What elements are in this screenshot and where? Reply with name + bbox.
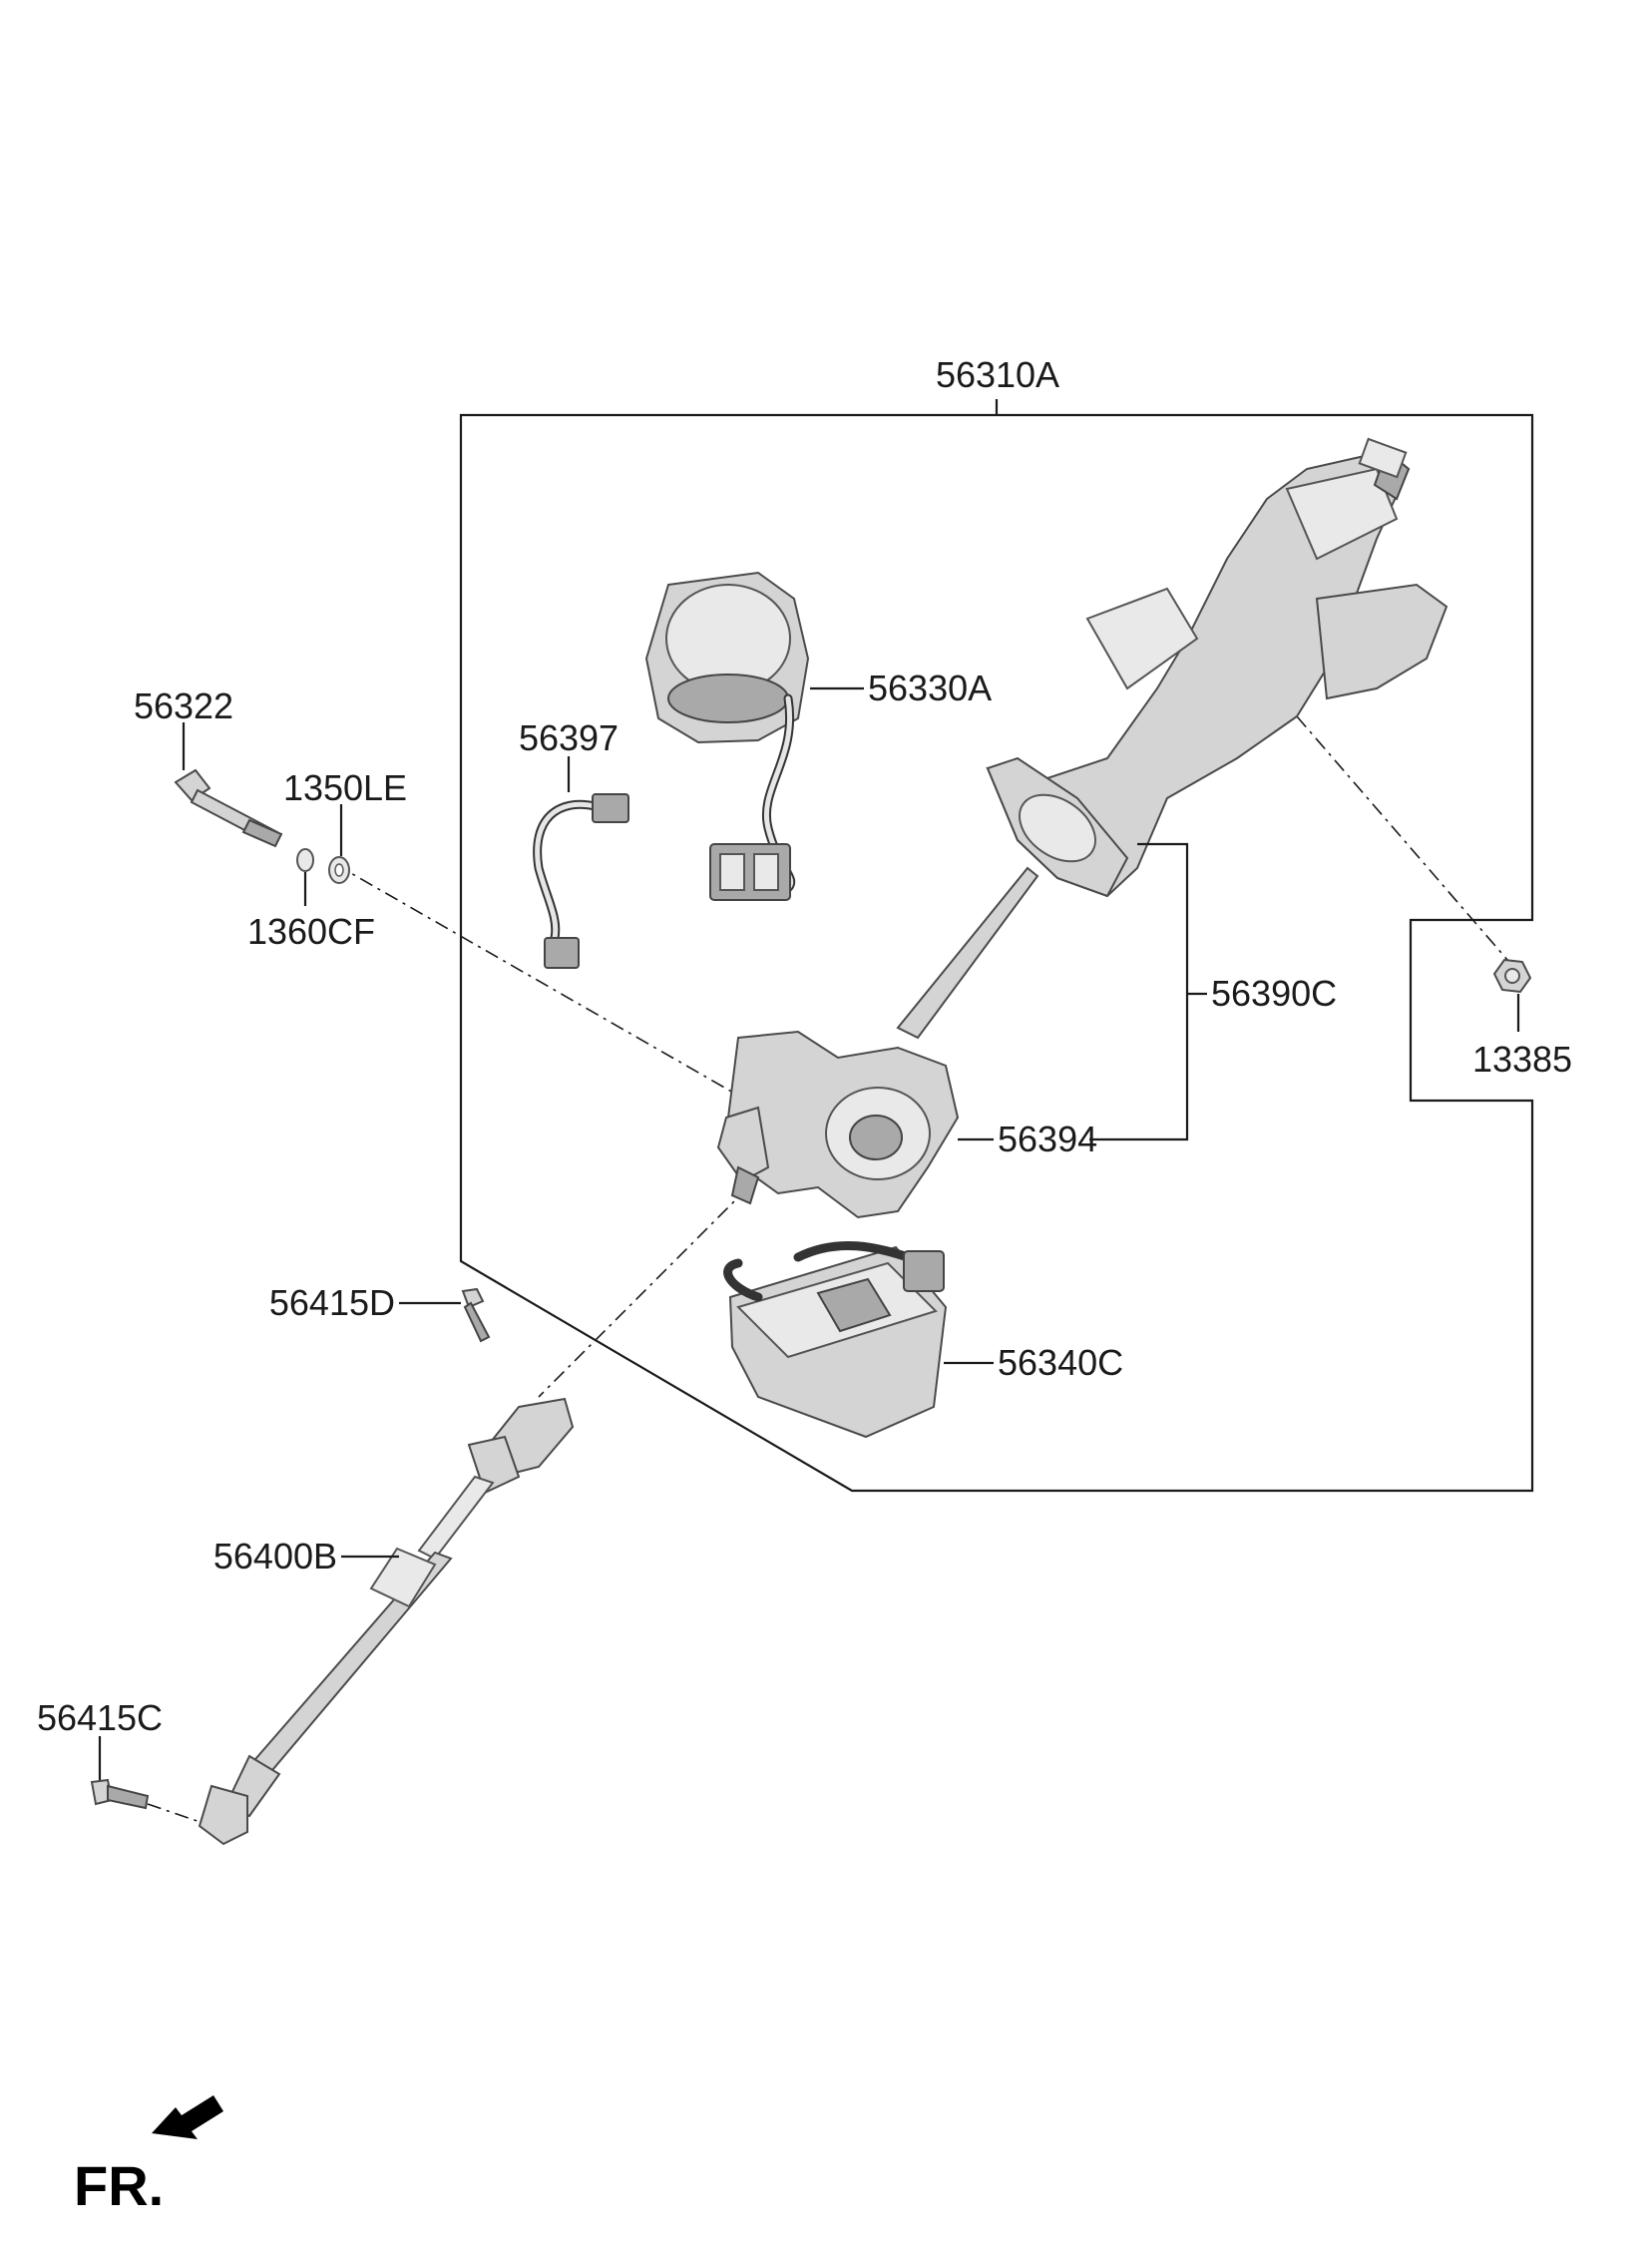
bolt-upper-part (461, 1287, 491, 1343)
bolt-lower-part (90, 1778, 150, 1810)
label-56330A: 56330A (868, 668, 992, 708)
bolt-axis-dashline (334, 863, 734, 1094)
nut-part (1492, 958, 1532, 994)
label-56397: 56397 (519, 717, 619, 758)
column-housing-part (986, 437, 1448, 898)
label-56310A: 56310A (936, 354, 1059, 395)
bolt-part (174, 768, 283, 848)
label-13385: 13385 (1472, 1039, 1572, 1080)
motor-gear-part (716, 866, 1039, 1219)
assembly-boundary (459, 413, 1534, 1493)
lower-bolt-dashline (147, 1803, 212, 1827)
shaft-axis-dashline (538, 1186, 749, 1398)
ecu-module-part (723, 1241, 948, 1439)
label-1350LE: 1350LE (283, 767, 407, 808)
label-56340C: 56340C (998, 1342, 1123, 1383)
label-1360CF: 1360CF (247, 911, 375, 952)
front-arrow-icon (152, 2095, 223, 2139)
label-56390C: 56390C (1211, 973, 1337, 1014)
label-56322: 56322 (134, 685, 233, 726)
washer-b-part (296, 848, 314, 872)
front-marker-label: FR. (74, 2154, 164, 2217)
washer-a-part (328, 856, 350, 884)
leader-56390C (1089, 842, 1207, 1141)
wire-harness-part (533, 793, 629, 969)
nut-axis-dashline (1296, 715, 1515, 969)
label-56415C: 56415C (37, 1697, 163, 1738)
joint-shaft-part (198, 1397, 575, 1846)
label-56394: 56394 (998, 1119, 1097, 1159)
label-56415D: 56415D (269, 1282, 395, 1323)
label-56400B: 56400B (213, 1536, 337, 1577)
control-unit-part (644, 571, 810, 901)
